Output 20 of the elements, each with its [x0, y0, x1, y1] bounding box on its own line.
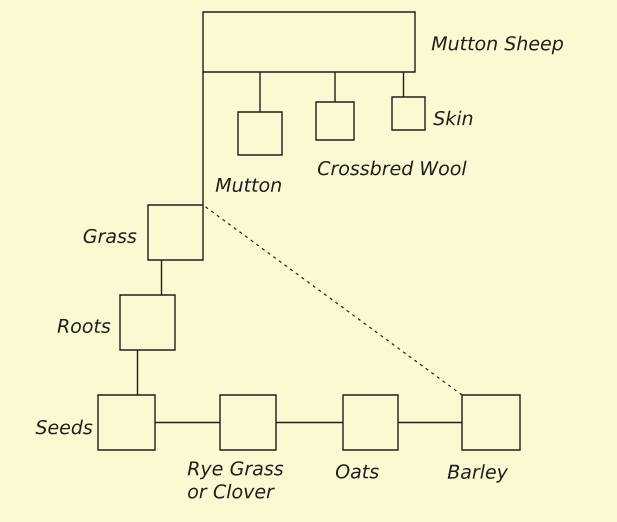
box-label: Oats	[336, 464, 379, 479]
connector-line	[160, 260, 162, 295]
box-label: Barley	[448, 464, 508, 483]
box-label: Grass	[84, 228, 136, 244]
box-label: Crossbred Wool	[318, 160, 467, 176]
box-label: Seeds	[36, 420, 92, 434]
connector-line	[402, 72, 404, 97]
connector-line	[202, 72, 204, 205]
connector-line	[155, 422, 220, 424]
box-label: Skin	[433, 110, 472, 126]
box-label: Roots	[58, 318, 110, 334]
connector-line	[276, 422, 343, 424]
connector-line	[259, 72, 261, 112]
connector-line	[334, 72, 336, 102]
box-label: Mutton	[216, 178, 281, 192]
connector-line	[136, 350, 138, 395]
box-label: Rye Grass or Clover	[188, 461, 284, 499]
box-label: Mutton Sheep	[432, 36, 563, 54]
connector-line	[202, 204, 462, 396]
connector-line	[398, 422, 462, 424]
